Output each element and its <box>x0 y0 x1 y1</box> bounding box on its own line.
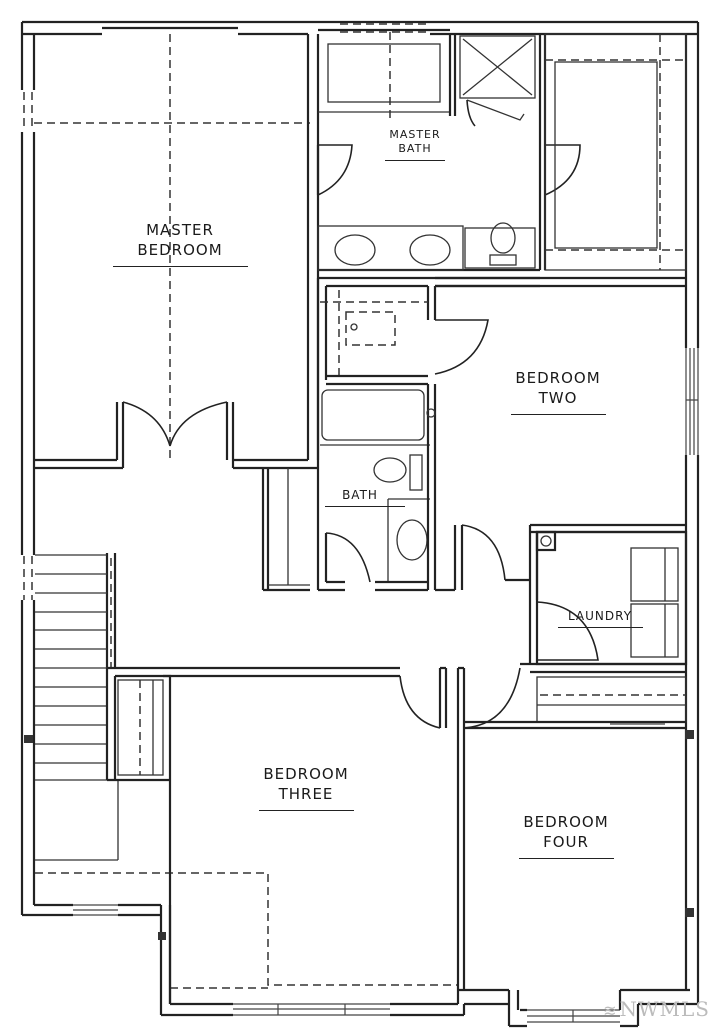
label-underline <box>557 627 643 628</box>
label-bath: BATH <box>325 488 405 507</box>
label-underline <box>258 810 354 811</box>
label-master-bath: MASTER BATH <box>370 128 460 161</box>
laundry-line1: LAUNDRY <box>567 609 633 623</box>
bedroom-two-walls <box>435 276 686 600</box>
label-underline <box>112 266 248 267</box>
nwmls-logo-icon: ≋ <box>603 1001 618 1020</box>
bedroom-four-line1: BEDROOM <box>523 813 609 831</box>
bedroom-three-line2: THREE <box>278 785 334 803</box>
label-bedroom-two: BEDROOM TWO <box>488 368 628 415</box>
label-master-bedroom: MASTER BEDROOM <box>110 220 250 267</box>
bath-line1: BATH <box>342 488 378 502</box>
label-underline <box>510 414 606 415</box>
watermark-text: NWMLS <box>619 997 710 1021</box>
master-bedroom-line1: MASTER <box>146 221 214 239</box>
laundry <box>528 530 688 725</box>
label-underline <box>518 858 614 859</box>
master-bath <box>316 28 687 280</box>
master-bedroom-line2: BEDROOM <box>137 241 223 259</box>
bedroom-three-line1: BEDROOM <box>263 765 349 783</box>
label-bedroom-four: BEDROOM FOUR <box>496 812 636 859</box>
label-underline <box>325 506 405 507</box>
staircase <box>35 553 458 989</box>
bedroom-four-line2: FOUR <box>543 833 589 851</box>
master-bath-line2: BATH <box>398 142 432 155</box>
label-laundry: LAUNDRY <box>550 609 650 628</box>
label-bedroom-three: BEDROOM THREE <box>236 764 376 811</box>
master-bath-line1: MASTER <box>389 128 441 141</box>
hall-bath <box>261 278 540 592</box>
nwmls-watermark: ≋NWMLS <box>603 997 710 1021</box>
label-underline <box>385 160 445 161</box>
bedroom-two-line1: BEDROOM <box>515 369 601 387</box>
bedroom-three-walls <box>105 662 686 1004</box>
bedroom-two-line2: TWO <box>538 389 578 407</box>
exterior-walls <box>20 20 700 1028</box>
